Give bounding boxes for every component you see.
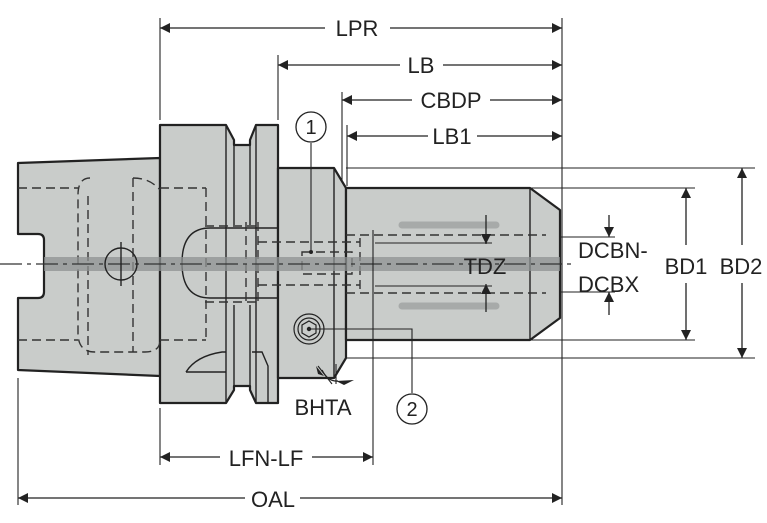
callout-1-number: 1 <box>305 117 316 139</box>
label-oal: OAL <box>251 487 295 512</box>
dim-bhta: BHTA <box>294 364 354 420</box>
label-dcbx: DCBX <box>578 272 639 297</box>
callout-2: 2 <box>309 328 428 425</box>
dim-lb1: LB1 <box>347 124 562 149</box>
dim-oal: OAL <box>18 487 562 512</box>
callout-1: 1 <box>295 111 327 254</box>
drive-key <box>252 351 269 403</box>
label-lpr: LPR <box>336 16 379 41</box>
label-lb1: LB1 <box>432 124 471 149</box>
dim-bd1: BD1 <box>665 188 708 340</box>
label-bd2: BD2 <box>720 254 763 279</box>
neck <box>276 166 348 380</box>
dim-bd2: BD2 <box>720 168 763 358</box>
dim-lb: LB <box>278 53 562 78</box>
hidden-pocket <box>132 177 161 191</box>
dim-cbdp: CBDP <box>342 88 562 113</box>
label-lb: LB <box>408 53 435 78</box>
label-dcbn: DCBN- <box>578 238 648 263</box>
dim-tdz: TDZ <box>375 215 506 312</box>
label-cbdp: CBDP <box>420 88 481 113</box>
part-body <box>0 123 575 405</box>
label-lfn-lf: LFN-LF <box>229 446 304 471</box>
label-tdz: TDZ <box>464 254 507 279</box>
callout-2-number: 2 <box>406 399 417 421</box>
dim-lpr: LPR <box>160 16 562 41</box>
label-bhta: BHTA <box>294 395 351 420</box>
drive-key <box>185 351 226 373</box>
dim-dcbn-dcbx: DCBN- DCBX <box>578 215 648 315</box>
dim-lfn-lf: LFN-LF <box>160 446 373 471</box>
label-bd1: BD1 <box>665 254 708 279</box>
hidden-pocket <box>77 177 161 353</box>
